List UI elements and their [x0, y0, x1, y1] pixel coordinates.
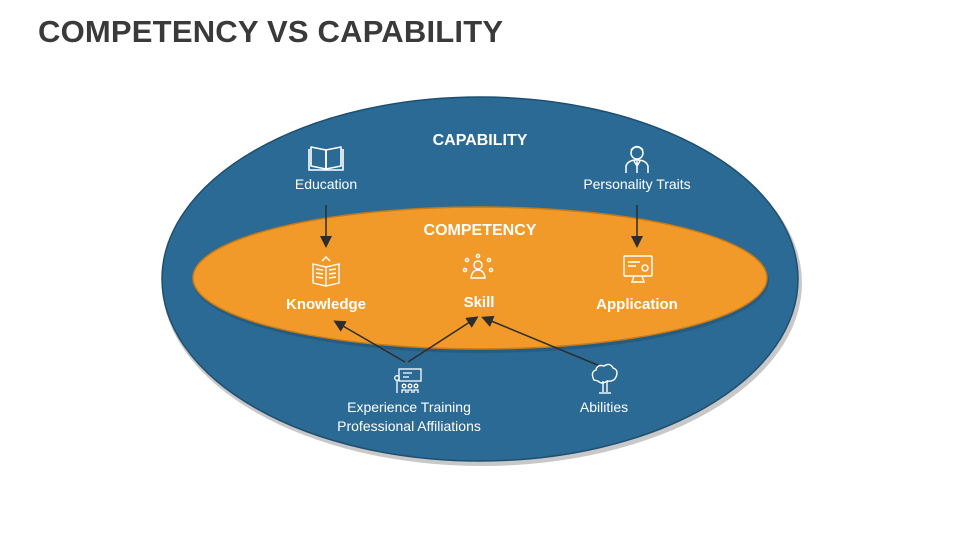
training-icon: [394, 368, 422, 393]
skill-person-icon: [462, 253, 494, 279]
page-title: COMPETENCY VS CAPABILITY: [38, 14, 504, 49]
arrow-experience-skill: [407, 316, 479, 363]
experience-label-line1: Experience Training: [347, 399, 471, 415]
knowledge-label: Knowledge: [286, 296, 366, 313]
capability-label: CAPABILITY: [433, 132, 528, 149]
skill-label: Skill: [464, 294, 495, 311]
education-label: Education: [295, 176, 357, 192]
application-label: Application: [596, 296, 678, 313]
monitor-icon: [623, 255, 653, 283]
arrow-abilities-skill: [481, 315, 601, 367]
personality-label: Personality Traits: [583, 176, 690, 192]
tree-head-icon: [591, 363, 618, 394]
competency-label: COMPETENCY: [424, 222, 537, 239]
person-icon: [625, 145, 649, 173]
open-book-icon: [312, 256, 340, 287]
book-icon: [308, 146, 344, 171]
abilities-label: Abilities: [580, 399, 628, 415]
experience-label-line2: Professional Affiliations: [337, 418, 481, 434]
arrow-experience-knowledge: [333, 320, 406, 363]
